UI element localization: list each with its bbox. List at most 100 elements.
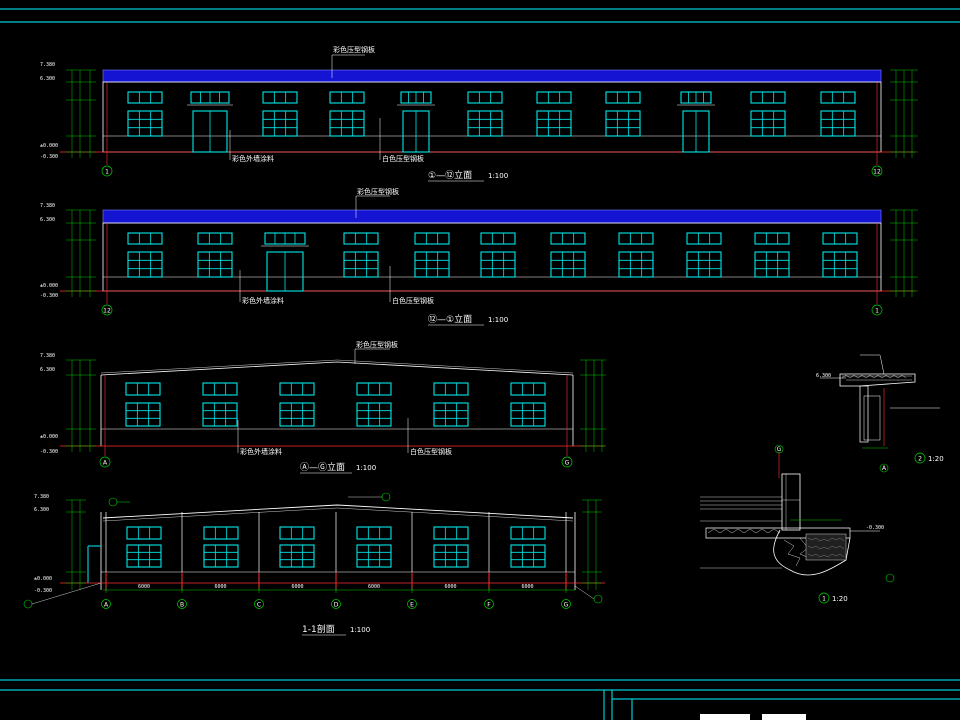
window xyxy=(127,251,163,278)
axis-bubble xyxy=(331,599,341,609)
window xyxy=(203,544,239,568)
title-block-cell xyxy=(700,714,750,720)
view-title: ①—⑫立面 xyxy=(428,169,472,181)
window-frame xyxy=(822,232,858,245)
window xyxy=(680,91,712,104)
wall-material-label: 彩色外墙涂料 xyxy=(232,154,274,163)
roof-material-label: 彩色压型钢板 xyxy=(357,187,399,196)
window xyxy=(414,251,450,278)
window-frame xyxy=(750,110,786,137)
detail-scale: 1:20 xyxy=(832,595,848,603)
detail-number: 1 xyxy=(822,596,826,603)
window xyxy=(414,232,450,245)
window-frame xyxy=(356,382,392,396)
window-frame xyxy=(820,91,856,104)
window xyxy=(605,110,641,137)
window xyxy=(433,526,469,540)
window-frame xyxy=(822,251,858,278)
window xyxy=(329,91,365,104)
window xyxy=(279,526,315,540)
title-block xyxy=(700,714,806,720)
window xyxy=(618,251,654,278)
window xyxy=(262,91,298,104)
window-frame xyxy=(356,402,392,427)
window xyxy=(356,544,392,568)
level-ground: ±0.000 xyxy=(40,283,58,289)
axis-label: A xyxy=(104,601,109,608)
window xyxy=(510,402,546,427)
window-frame xyxy=(467,110,503,137)
window xyxy=(329,110,365,137)
grade-level: -0.300 xyxy=(866,525,884,531)
axis-bubble xyxy=(101,165,113,177)
axis-bubble xyxy=(879,463,889,473)
window-frame xyxy=(343,251,379,278)
view-scale: 1:100 xyxy=(488,172,508,180)
window-frame xyxy=(510,402,546,427)
window xyxy=(262,110,298,137)
detail-callout xyxy=(108,497,118,507)
window xyxy=(754,251,790,278)
window-frame xyxy=(127,232,163,245)
window xyxy=(343,232,379,245)
window xyxy=(343,251,379,278)
window-frame xyxy=(279,544,315,568)
window xyxy=(510,544,546,568)
detail-foundation: G -0.300 1 1:20 xyxy=(700,444,895,604)
window xyxy=(536,91,572,104)
view-title: ⑫—①立面 xyxy=(428,313,472,325)
level-eave: 7.380 xyxy=(40,353,55,359)
sheet-frame xyxy=(0,8,960,720)
window xyxy=(433,402,469,427)
roof-truss xyxy=(102,504,574,519)
axis-bubble xyxy=(561,456,573,468)
dimension-right xyxy=(582,499,602,590)
level-eave: 7.380 xyxy=(40,203,55,209)
detail-callout xyxy=(885,573,895,583)
window xyxy=(605,91,641,104)
window-frame xyxy=(510,544,546,568)
axis-label: 12 xyxy=(873,169,881,176)
door xyxy=(682,110,710,153)
window xyxy=(820,110,856,137)
dimension-right xyxy=(890,69,918,158)
detail-eave: 6.300 A 2 1:20 xyxy=(816,354,944,473)
axis-bubble xyxy=(561,599,571,609)
window-frame xyxy=(356,526,392,540)
dimension-left xyxy=(66,209,96,297)
window-frame xyxy=(750,91,786,104)
wall-material-label: 彩色外墙涂料 xyxy=(242,296,284,305)
window xyxy=(686,251,722,278)
window xyxy=(279,544,315,568)
axis-label: E xyxy=(410,601,414,608)
elevation-back: 7.380 6.300 ±0.000 -0.300 彩色压型钢板 彩色外墙涂料 … xyxy=(40,187,918,326)
window xyxy=(550,251,586,278)
window xyxy=(197,232,233,245)
window xyxy=(467,91,503,104)
axis-label: B xyxy=(180,601,184,608)
window-frame xyxy=(329,91,365,104)
dimension-left xyxy=(66,69,96,158)
window-frame xyxy=(433,526,469,540)
level-outdoor: -0.300 xyxy=(40,449,58,455)
window-frame xyxy=(467,91,503,104)
level-outdoor: -0.300 xyxy=(40,154,58,160)
window-row xyxy=(125,382,546,427)
axis-bubble xyxy=(774,444,784,454)
window-frame xyxy=(202,402,238,427)
window xyxy=(750,91,786,104)
wall-material-label: 白色压型钢板 xyxy=(410,447,452,456)
window-frame xyxy=(125,382,161,396)
window-frame xyxy=(203,544,239,568)
window xyxy=(754,232,790,245)
axis-bubble xyxy=(101,304,113,316)
detail-scale: 1:20 xyxy=(928,455,944,463)
window-frame xyxy=(820,110,856,137)
window xyxy=(400,91,432,104)
roof-band xyxy=(102,209,882,224)
axis-bubble xyxy=(871,304,883,316)
view-title: 1-1剖面 xyxy=(302,623,335,635)
bay-dimension: 6000 xyxy=(214,584,226,590)
axis-label: G xyxy=(564,601,569,608)
